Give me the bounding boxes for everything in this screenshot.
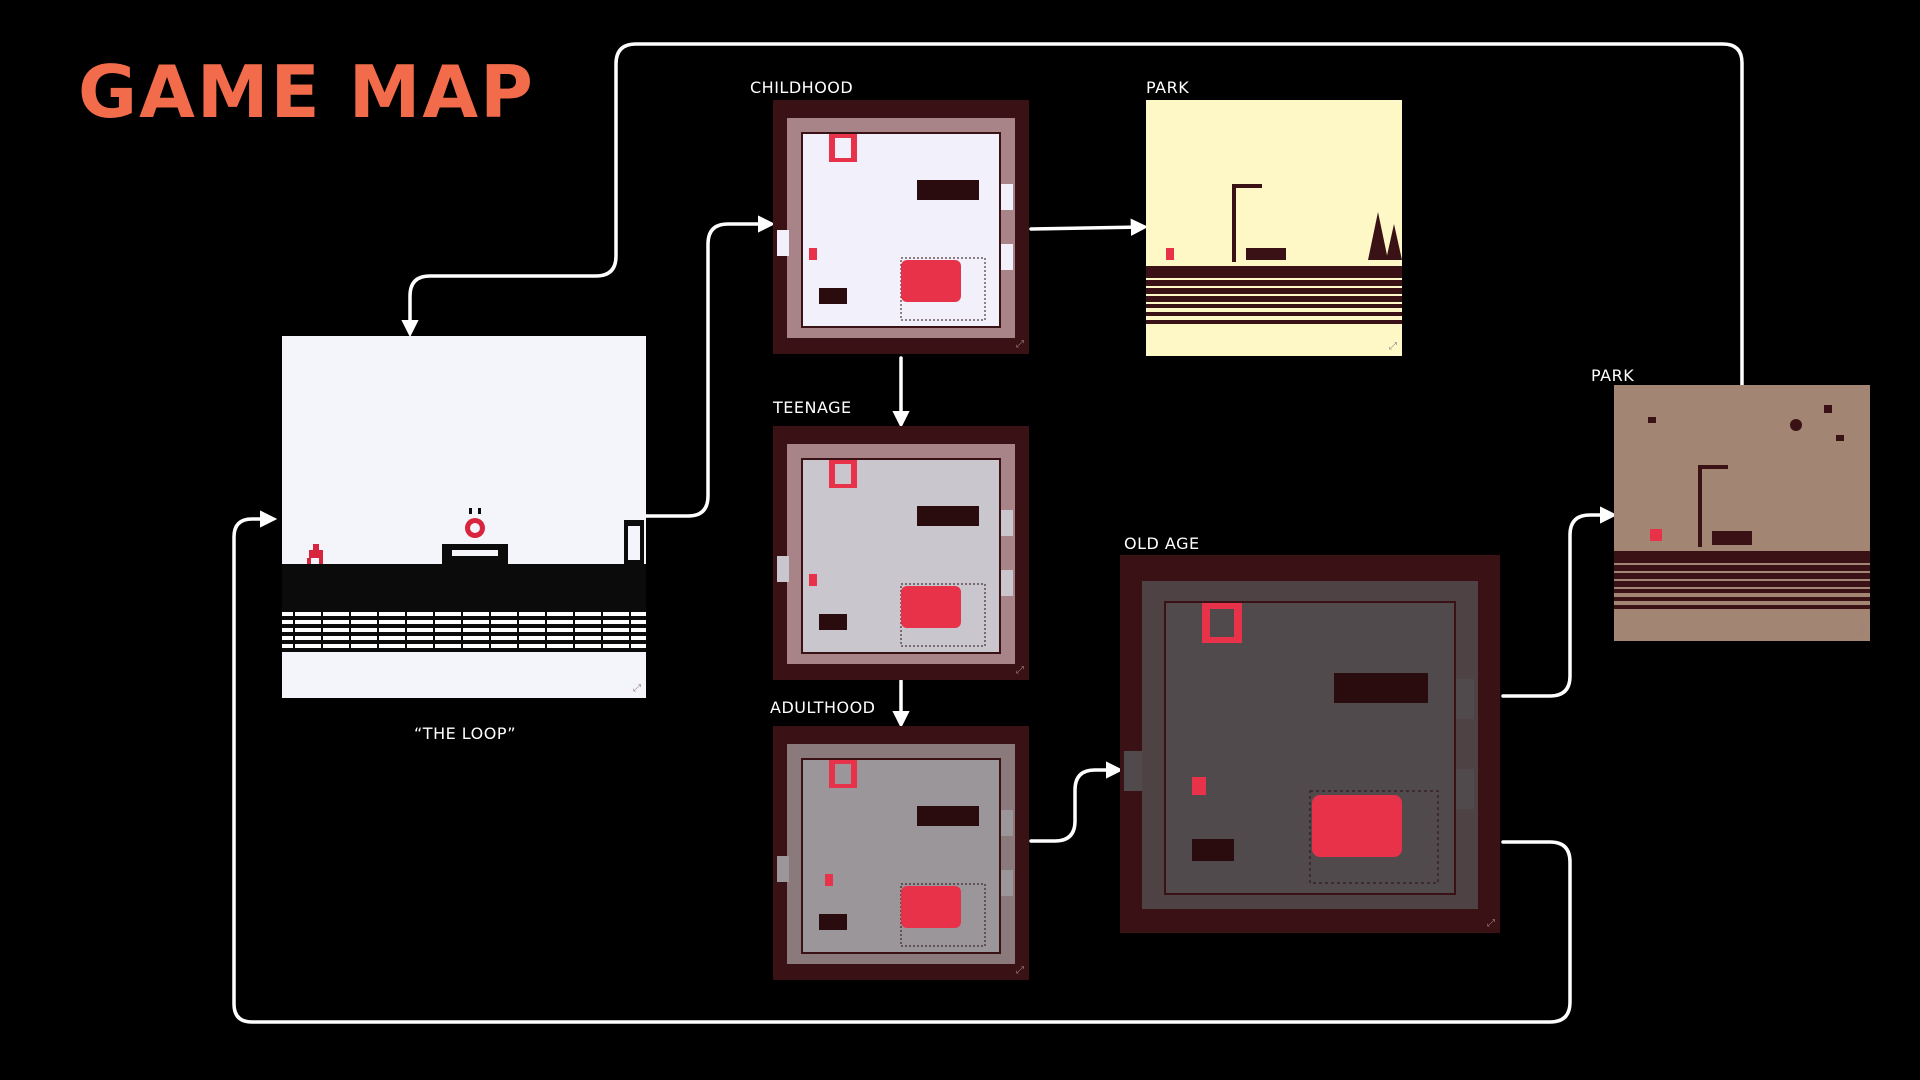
loop-caption: “THE LOOP” [414, 724, 516, 743]
adulthood-scene [773, 726, 1029, 980]
teenage-scene [773, 426, 1029, 680]
childhood-screen[interactable]: ⤢ [773, 100, 1029, 354]
park-day-screen[interactable]: ⤢ [1146, 100, 1402, 356]
arrow-loop-to-childhood [645, 224, 770, 516]
arrow-old-age-park-to-loop [410, 44, 1742, 385]
old-age-screen[interactable]: ⤢ [1120, 555, 1500, 933]
old-age-scene [1120, 555, 1500, 933]
arrow-adulthood-to-old-age [1031, 770, 1118, 841]
player-sprite [307, 544, 323, 564]
loop-scene [282, 336, 646, 698]
childhood-label: CHILDHOOD [750, 78, 853, 97]
park-day-scene [1146, 100, 1402, 356]
teenage-screen[interactable]: ⤢ [773, 426, 1029, 680]
park-night-scene [1614, 385, 1870, 641]
expand-icon[interactable]: ⤢ [1016, 340, 1024, 350]
old-age-label: OLD AGE [1124, 534, 1200, 553]
arrow-childhood-to-park [1031, 227, 1143, 229]
expand-icon[interactable]: ⤢ [1016, 966, 1024, 976]
arrow-old-age-to-park-night [1503, 515, 1612, 696]
expand-icon[interactable]: ⤢ [633, 684, 641, 694]
adulthood-screen[interactable]: ⤢ [773, 726, 1029, 980]
teenage-label: TEENAGE [773, 398, 852, 417]
expand-icon[interactable]: ⤢ [1016, 666, 1024, 676]
park-night-label: PARK [1591, 366, 1634, 385]
loop-screen[interactable]: ⤢ [282, 336, 646, 698]
expand-icon[interactable]: ⤢ [1857, 627, 1865, 637]
childhood-scene [773, 100, 1029, 354]
park-day-label: PARK [1146, 78, 1189, 97]
expand-icon[interactable]: ⤢ [1487, 919, 1495, 929]
park-night-screen[interactable]: ⤢ [1614, 385, 1870, 641]
expand-icon[interactable]: ⤢ [1389, 342, 1397, 352]
adulthood-label: ADULTHOOD [770, 698, 876, 717]
